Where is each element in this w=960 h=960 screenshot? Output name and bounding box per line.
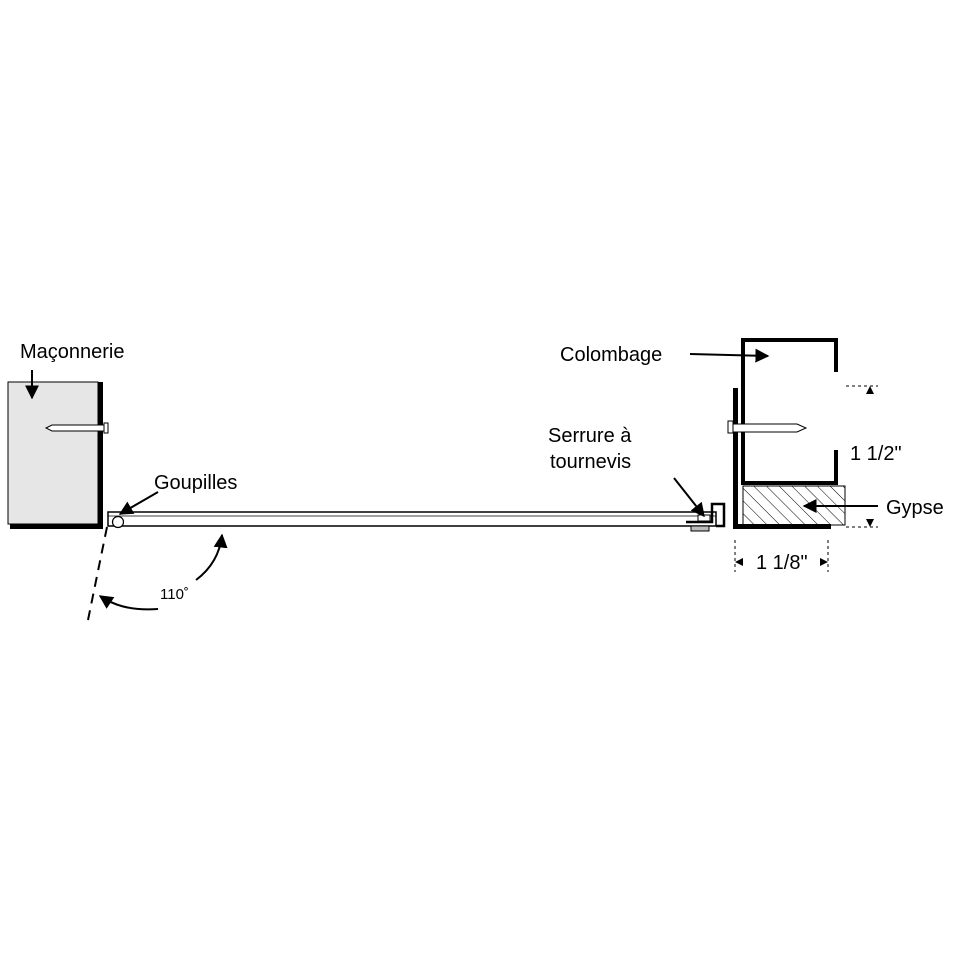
dimension-vertical xyxy=(846,385,878,528)
gypse-label: Gypse xyxy=(886,497,944,519)
hinge-pin xyxy=(111,515,125,529)
serrure-label-line2: tournevis xyxy=(550,451,631,473)
swing-angle-arc xyxy=(98,533,228,611)
dimension-vertical-label: 1 1/2" xyxy=(850,443,902,465)
masonry-anchor xyxy=(44,422,109,434)
angle-label: 110˚ xyxy=(160,586,189,603)
goupilles-label: Goupilles xyxy=(154,472,237,494)
dimension-horizontal xyxy=(734,540,829,572)
serrure-label-line1: Serrure à xyxy=(548,425,632,447)
access-panel-door xyxy=(107,511,717,527)
dimension-horizontal-label: 1 1/8" xyxy=(756,552,808,574)
stud-screw xyxy=(727,420,808,434)
stud-channel xyxy=(741,338,838,485)
swing-dashed-line xyxy=(87,526,108,621)
colombage-arrow xyxy=(689,348,770,363)
screwdriver-lock xyxy=(686,502,726,532)
serrure-arrow xyxy=(673,477,705,518)
right-frame-flange xyxy=(733,388,831,529)
goupilles-arrow xyxy=(118,491,159,515)
maconnerie-label: Maçonnerie xyxy=(20,341,125,363)
masonry-block xyxy=(7,381,99,525)
left-frame-flange xyxy=(10,382,103,529)
colombage-label: Colombage xyxy=(560,344,662,366)
